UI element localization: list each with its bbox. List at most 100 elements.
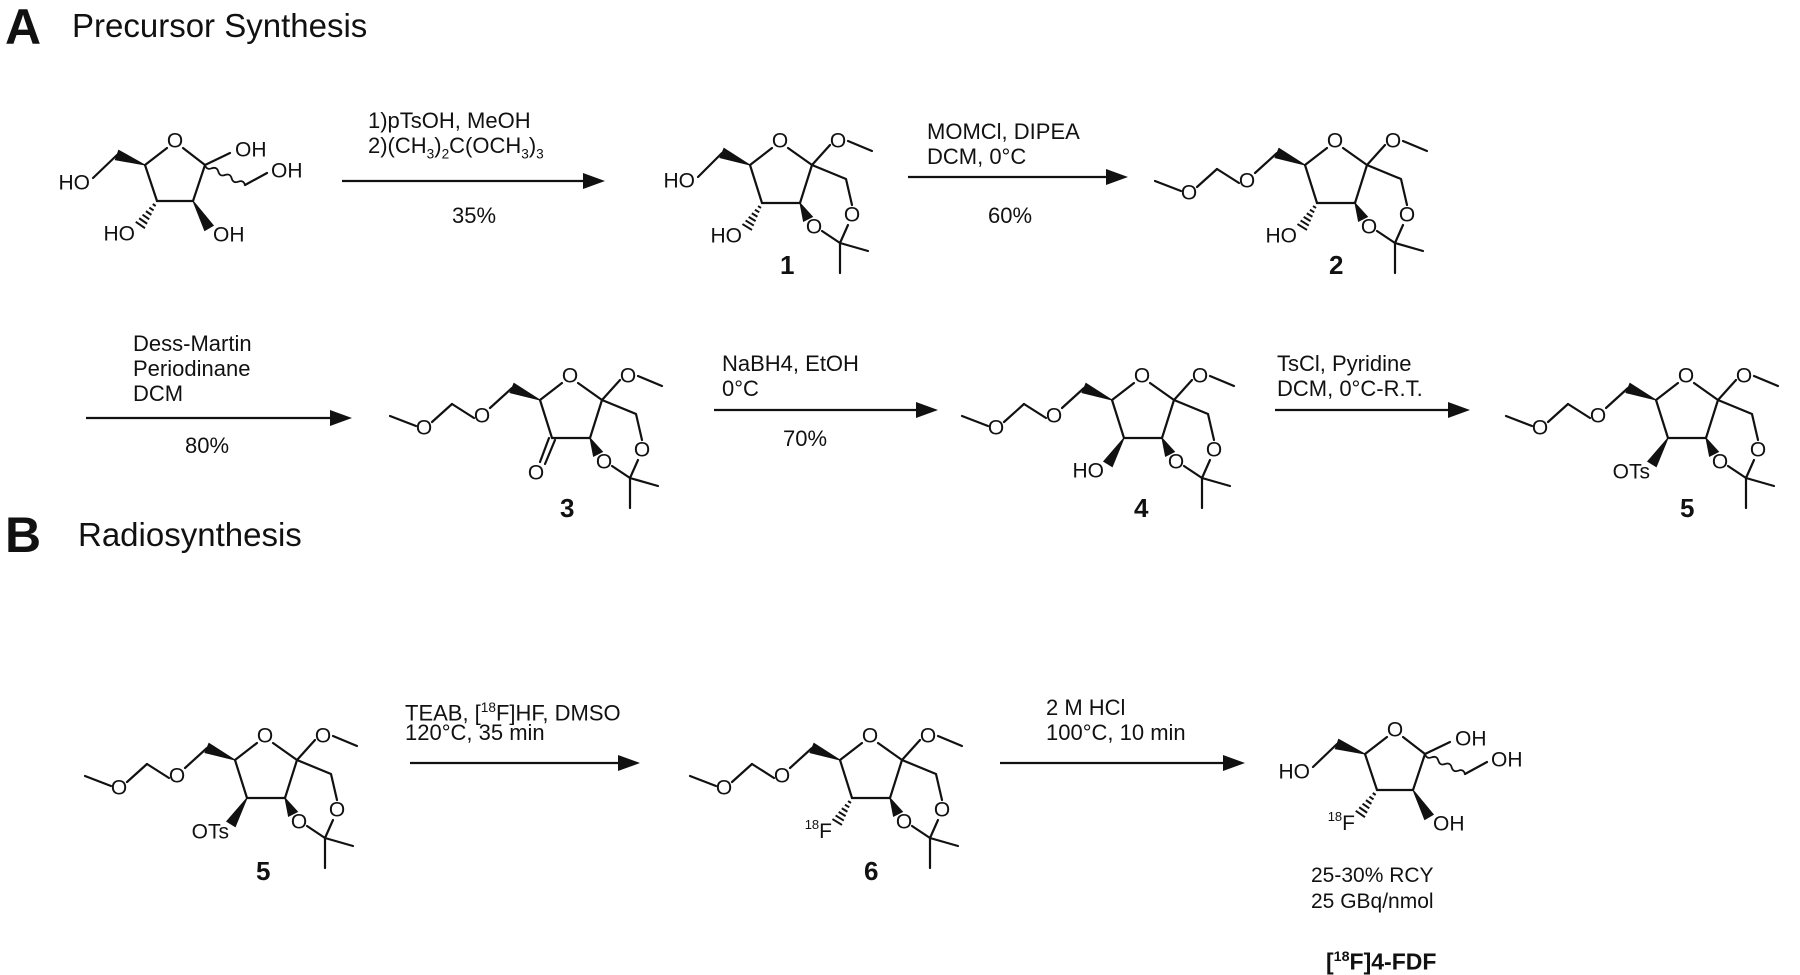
ring-bond (1110, 398, 1126, 440)
methyl-bond (928, 836, 960, 848)
dioxane-bond (928, 818, 940, 840)
bond (1195, 167, 1219, 189)
mom-oxygen: O (1046, 405, 1062, 428)
ring-bond (838, 741, 864, 762)
wedge-bond (1274, 147, 1306, 166)
bond (960, 414, 990, 428)
ring-oxygen: O (167, 130, 183, 153)
hash-mark (748, 216, 757, 222)
hash-mark (1303, 216, 1312, 222)
hash-mark (835, 814, 845, 822)
wedge-bond (1705, 436, 1720, 457)
hash-mark (844, 803, 850, 809)
step4-condition-1: NaBH4, EtOH (722, 351, 859, 376)
bond (1060, 386, 1086, 410)
dioxane-bond (295, 758, 339, 802)
dioxane-bond (900, 758, 944, 802)
c3-hydroxyl: OH (1433, 813, 1465, 836)
hash-mark (1358, 806, 1368, 814)
bond (243, 171, 269, 187)
wedge-bond (719, 147, 751, 166)
dioxane-bond (628, 458, 640, 480)
step3-yield: 80% (185, 433, 230, 458)
ring-bond (748, 163, 764, 205)
dioxane-bond (1375, 229, 1397, 245)
c4-hydroxyl: HO (711, 225, 743, 248)
ring-bond (1148, 381, 1176, 402)
arrow-step-5 (1275, 402, 1470, 418)
mom-oxygen: O (169, 765, 185, 788)
hash-mark (741, 223, 753, 231)
ring-bond (283, 758, 299, 800)
ring-bond (233, 758, 249, 800)
ring-oxygen: O (1134, 365, 1150, 388)
bond (488, 386, 514, 410)
ring-oxygen: O (562, 365, 578, 388)
ring-bond (1353, 163, 1369, 205)
step6-condition-1: TEAB, [18F]HF, DMSO (405, 700, 621, 726)
hash-mark (145, 210, 152, 216)
wedge-bond (809, 742, 841, 761)
hash-mark (1355, 809, 1366, 819)
dioxane-oxygen: O (291, 811, 307, 834)
hash-mark (1372, 792, 1377, 796)
dioxane-bond (610, 464, 632, 480)
ring-bond (1401, 735, 1427, 756)
ring-oxygen: O (1678, 365, 1694, 388)
step1-condition-1: 1)pTsOH, MeOH (368, 108, 531, 133)
step7-condition-2: 100°C, 10 min (1046, 720, 1186, 745)
step1-yield: 35% (452, 203, 497, 228)
mom-oxygen: O (111, 777, 127, 800)
bond (1215, 167, 1241, 185)
anomeric-hydroxyl: OH (235, 139, 267, 162)
bond (1253, 151, 1279, 175)
ring-bond (748, 146, 774, 167)
bond (1022, 402, 1048, 420)
ring-bond (538, 381, 564, 402)
fluorine-mass: 18 (1328, 809, 1342, 824)
ring-bond (1692, 381, 1720, 402)
bond (750, 762, 776, 780)
arrow-step-2 (908, 169, 1128, 185)
bond (600, 378, 622, 402)
fluorine-symbol: F (1342, 812, 1355, 835)
compound-label-5: 5 (1680, 493, 1695, 523)
dioxane-bond (305, 824, 327, 840)
dioxane-oxygen: O (934, 799, 950, 822)
arrow-head (1223, 755, 1245, 771)
wedge-bond (1102, 437, 1125, 468)
bond (1311, 742, 1339, 769)
mom-oxygen: O (1532, 417, 1548, 440)
ring-bond (1303, 146, 1329, 167)
methyl-bond (838, 241, 870, 253)
ring-bond (271, 741, 299, 762)
ring-bond (233, 741, 259, 762)
dioxane-bond (838, 223, 850, 245)
dioxane-oxygen: O (1399, 204, 1415, 227)
bond (730, 762, 754, 784)
ring-bond (876, 741, 904, 762)
mom-oxygen: O (1181, 182, 1197, 205)
dioxane-bond (1172, 398, 1216, 442)
ring-bond (1160, 398, 1176, 440)
dioxane-bond (1365, 163, 1409, 207)
ring-oxygen: O (257, 725, 273, 748)
anomeric-hydroxyl: OH (1455, 728, 1487, 751)
ring-bond (1654, 381, 1680, 402)
tosylate-group: OTs (1613, 461, 1650, 484)
dioxane-oxygen: O (844, 204, 860, 227)
c4-hydroxyl: HO (1266, 225, 1298, 248)
ring-bond (1363, 735, 1389, 756)
dioxane-bond (1182, 464, 1204, 480)
compound-label-4: 4 (1134, 493, 1149, 523)
arrow-step-4 (714, 402, 938, 418)
hash-mark (1300, 219, 1310, 227)
methoxy-oxygen: O (620, 365, 636, 388)
wedge-bond (114, 149, 146, 166)
dioxane-oxygen: O (1168, 451, 1184, 474)
